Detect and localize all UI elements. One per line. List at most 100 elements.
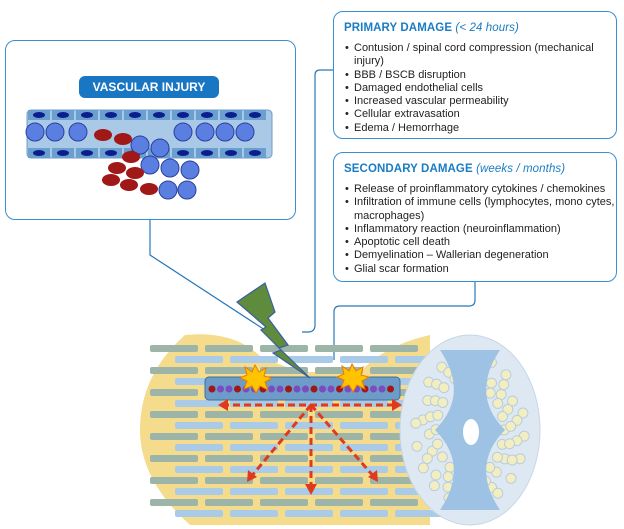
nucleus — [57, 112, 69, 118]
blood-cell — [285, 385, 292, 393]
arrow-heads — [218, 399, 402, 495]
nerve-fiber — [260, 455, 308, 462]
nerve-fiber — [175, 422, 223, 429]
red-blood-cell — [114, 133, 132, 145]
primary-damage-timeframe: (< 24 hours) — [455, 22, 519, 34]
nerve-fiber — [260, 411, 308, 418]
axon-cell — [492, 397, 504, 409]
nerve-fiber — [150, 455, 198, 462]
axon-cell — [485, 377, 497, 389]
leukocyte — [140, 155, 160, 175]
nerve-fiber — [205, 499, 253, 506]
nerve-fiber — [370, 345, 418, 352]
list-item: Infiltration of immune cells (lymphocyte… — [345, 196, 615, 223]
axon-cell — [484, 387, 496, 399]
nerve-fiber — [175, 400, 223, 407]
nucleus — [177, 150, 189, 156]
nerve-fiber — [340, 422, 388, 429]
leukocyte — [235, 122, 255, 142]
axon-cell — [410, 417, 422, 429]
primary-connector-line — [302, 69, 333, 333]
nerve-fiber — [150, 433, 198, 440]
blood-cell — [208, 385, 216, 393]
nerve-fiber — [230, 444, 278, 451]
nerve-fiber — [150, 389, 198, 396]
damage-burst-icon — [238, 363, 274, 395]
nucleus — [33, 150, 45, 156]
nerve-fiber — [370, 367, 418, 374]
vascular-connector-line — [149, 220, 266, 331]
nerve-fiber — [150, 367, 198, 374]
nucleus — [105, 150, 117, 156]
list-item: BBB / BSCB disruption — [345, 69, 610, 83]
blood-cell — [327, 385, 335, 393]
nerve-fiber — [340, 510, 388, 517]
nerve-fiber — [175, 356, 223, 363]
vessel-illustration — [25, 109, 273, 200]
axon-cell — [507, 395, 519, 407]
blood-cell — [217, 385, 224, 393]
secondary-connector-line — [333, 282, 476, 360]
nerve-fiber — [370, 499, 418, 506]
red-blood-cell — [120, 179, 138, 191]
list-item: Inflammatory reaction (neuroinflammation… — [345, 223, 615, 237]
leukocyte — [130, 135, 150, 155]
axon-cell — [500, 369, 512, 381]
nerve-fiber — [260, 345, 308, 352]
nerve-fiber — [285, 510, 333, 517]
nerve-fiber — [150, 477, 198, 484]
blood-cell — [319, 385, 326, 393]
red-blood-cell — [102, 174, 120, 186]
vascular-injury-title: VASCULAR INJURY — [79, 76, 219, 98]
nerve-fiber — [315, 499, 363, 506]
axon-cell — [411, 440, 423, 452]
nerve-fiber — [175, 488, 223, 495]
axon-cell — [517, 407, 529, 419]
nucleus — [225, 150, 237, 156]
nucleus — [81, 112, 93, 118]
nerve-fiber — [205, 433, 253, 440]
secondary-damage-list: Release of proinflammatory cytokines / c… — [345, 183, 615, 276]
nerve-fiber — [175, 444, 223, 451]
leukocyte — [215, 122, 235, 142]
nerve-fiber — [230, 422, 278, 429]
nerve-fiber — [260, 433, 308, 440]
nerve-fiber — [340, 356, 388, 363]
axon-cell — [428, 480, 440, 492]
nerve-fiber — [205, 455, 253, 462]
list-item: Cellular extravasation — [345, 108, 610, 122]
central-canal — [463, 419, 479, 445]
nucleus — [153, 112, 165, 118]
list-item: Apoptotic cell death — [345, 236, 615, 250]
axon-cell — [491, 451, 503, 463]
red-blood-cell — [122, 151, 140, 163]
nerve-fiber — [285, 488, 333, 495]
axon-cell — [432, 409, 444, 421]
secondary-damage-timeframe: (weeks / months) — [476, 163, 566, 175]
nerve-fiber — [285, 356, 333, 363]
vascular-injury-panel: VASCULAR INJURY — [5, 40, 296, 220]
leukocyte — [173, 122, 193, 142]
nerve-fiber — [260, 477, 308, 484]
axon-cell — [492, 487, 504, 499]
nerve-fiber — [205, 345, 253, 352]
damage-burst-icon — [335, 362, 371, 394]
lightning-bolt-icon — [236, 282, 311, 379]
axon-cell — [506, 454, 518, 466]
nerve-fiber — [230, 488, 278, 495]
nerve-fiber — [230, 510, 278, 517]
blood-cell — [225, 385, 233, 393]
leukocyte — [195, 122, 215, 142]
axon-cell — [505, 420, 517, 432]
primary-damage-heading: PRIMARY DAMAGE (< 24 hours) — [344, 22, 519, 34]
axon-cell — [437, 396, 449, 408]
list-item: Damaged endothelial cells — [345, 82, 610, 96]
nerve-fiber — [315, 455, 363, 462]
list-item: Contusion / spinal cord compression (mec… — [345, 42, 610, 69]
nerve-fiber — [260, 499, 308, 506]
blood-cell — [387, 385, 394, 393]
blood-cell — [293, 385, 301, 393]
axon-cell — [438, 382, 450, 394]
primary-damage-title: PRIMARY DAMAGE — [344, 22, 453, 34]
red-blood-cell — [94, 129, 112, 141]
